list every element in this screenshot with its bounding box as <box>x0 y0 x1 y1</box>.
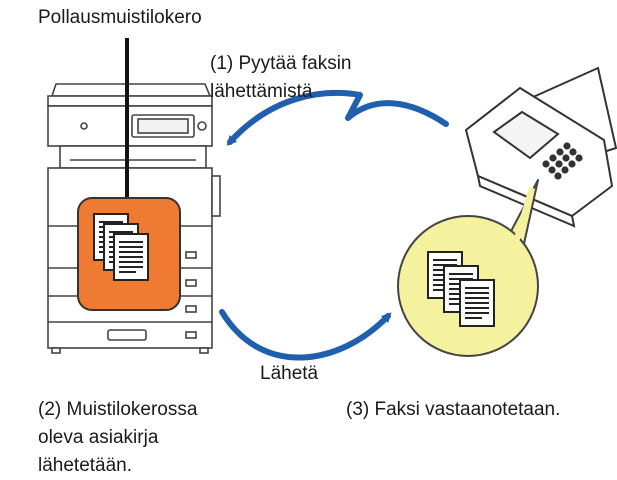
request-arrow <box>226 90 449 146</box>
send-label: Lähetä <box>260 363 319 384</box>
polling-box-label: Pollausmuistilokero <box>38 7 202 28</box>
fax-machine-icon <box>464 66 617 228</box>
step2-label: (2) Muistilokerossa oleva asiakirja lähe… <box>38 399 198 476</box>
step3-label: (3) Faksi vastaanotetaan. <box>346 399 561 420</box>
step1-label: (1) Pyytää faksin lähettämistä <box>210 53 352 102</box>
send-arrow <box>219 309 392 361</box>
